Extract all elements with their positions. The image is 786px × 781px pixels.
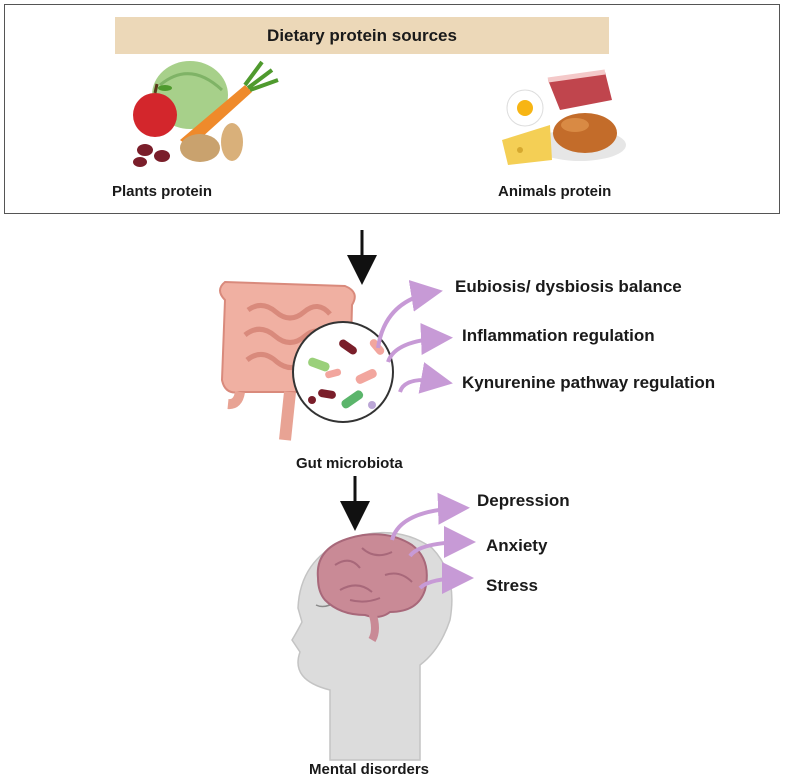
effect-eubiosis-label: Eubiosis/ dysbiosis balance — [455, 277, 682, 296]
animals-protein-label: Animals protein — [498, 183, 612, 200]
plants-protein-label: Plants protein — [112, 183, 213, 200]
arrow-stress — [418, 562, 474, 595]
gut-microbiota-label: Gut microbiota — [296, 455, 403, 472]
effect-inflammation-label: Inflammation regulation — [462, 326, 655, 345]
arrow-inflammation — [386, 322, 453, 363]
stress-label: Stress — [486, 576, 538, 595]
animal-food-illustration — [502, 69, 626, 165]
mental-disorders-label: Mental disorders — [309, 761, 430, 778]
arrow-kynurenine — [398, 362, 453, 394]
arrow-eubiosis — [376, 280, 443, 349]
depression-label: Depression — [477, 491, 570, 510]
arrow-depression — [390, 492, 470, 541]
brain-illustration — [316, 533, 428, 643]
panel-title: Dietary protein sources — [115, 17, 609, 54]
arrow-anxiety — [408, 526, 476, 559]
plant-food-illustration — [133, 60, 279, 167]
anxiety-label: Anxiety — [486, 536, 548, 555]
microbiota-circle — [292, 321, 394, 423]
effect-kynurenine-label: Kynurenine pathway regulation — [462, 373, 716, 392]
